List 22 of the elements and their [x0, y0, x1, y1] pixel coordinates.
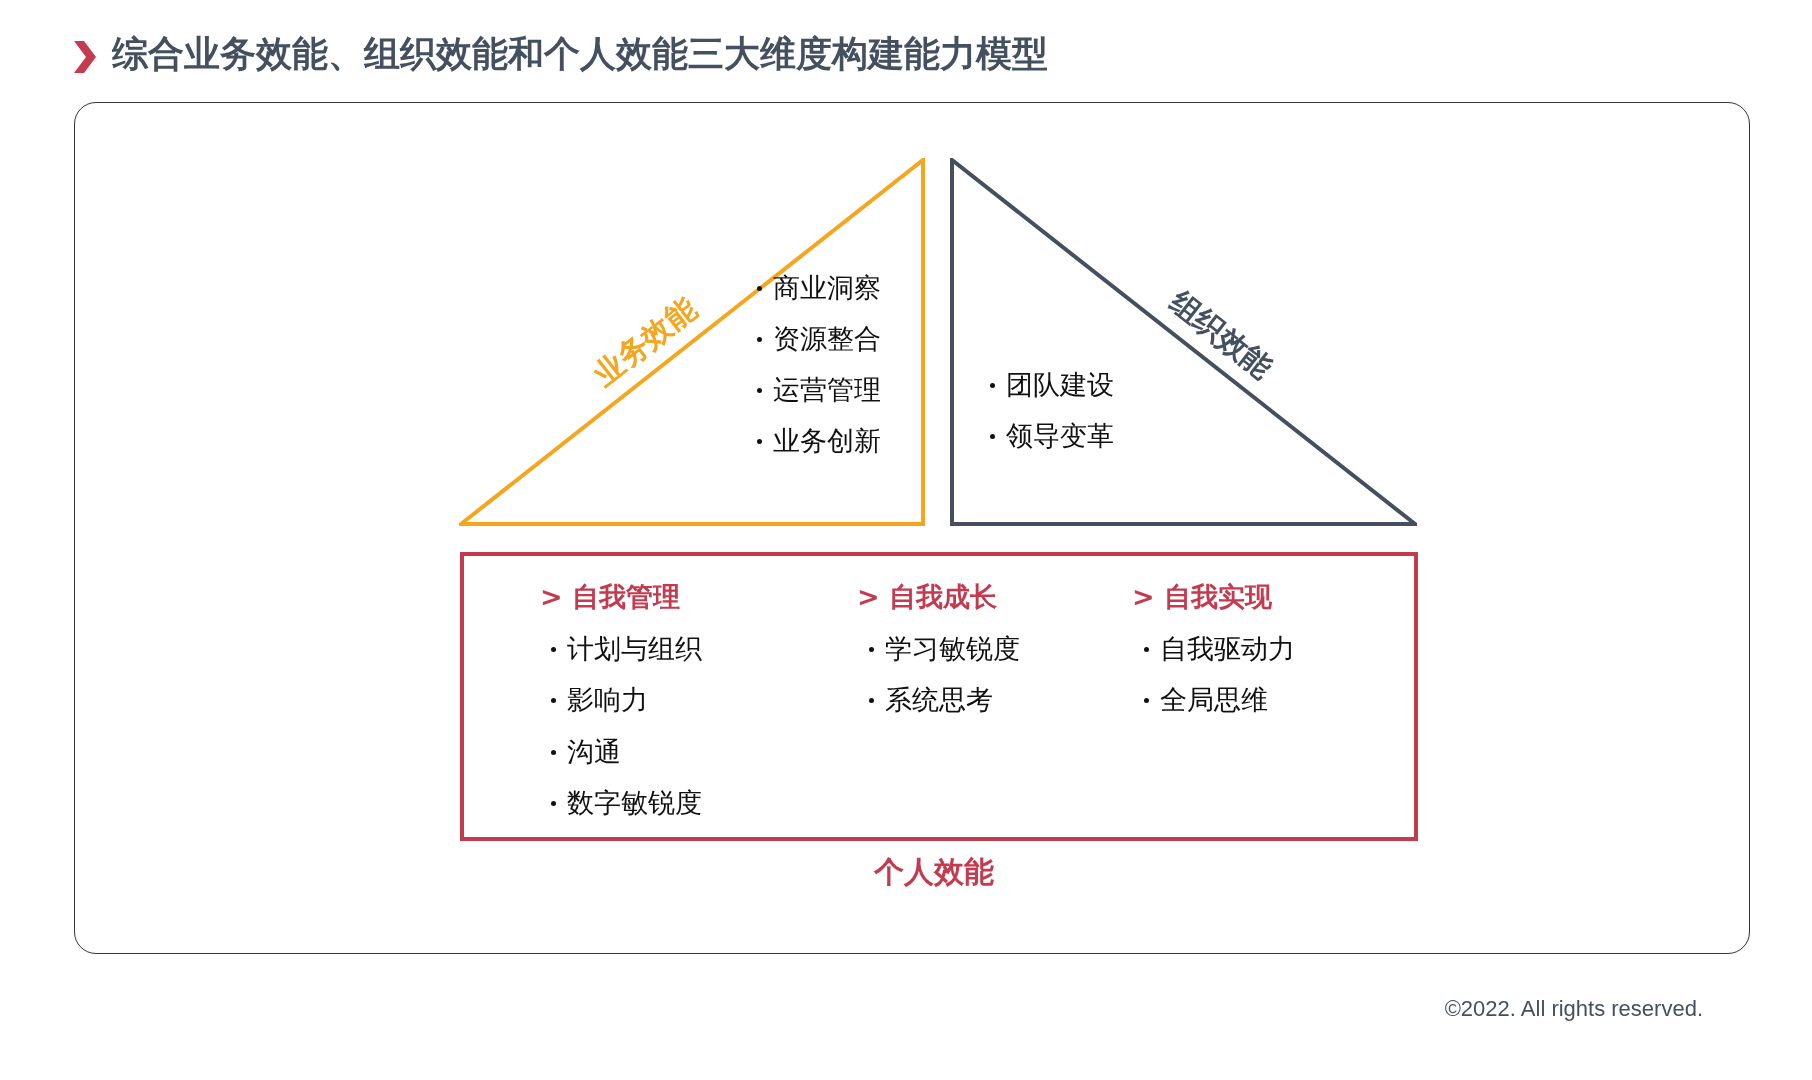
section-heading: 组织效能 — [1162, 282, 1281, 388]
bullet-item: 运营管理 — [757, 373, 881, 407]
bullet-item: 商业洞察 — [757, 271, 881, 305]
copyright-note: ©2022. All rights reserved. — [1444, 996, 1703, 1022]
bullet-item: 学习敏锐度 — [869, 632, 1020, 666]
bullet-item: 数字敏锐度 — [551, 786, 702, 820]
bullet-item: 领导变革 — [990, 419, 1114, 453]
section-heading: 个人效能 — [874, 853, 994, 891]
bullet-item: 资源整合 — [757, 322, 881, 356]
subheading: > 自我实现 — [1132, 580, 1273, 614]
bullet-item: 业务创新 — [757, 424, 881, 458]
bullet-item: 沟通 — [551, 735, 621, 769]
bullet-item: 系统思考 — [869, 683, 993, 717]
bullet-item: 团队建设 — [990, 368, 1114, 402]
title: 综合业务效能、组织效能和个人效能三大维度构建能力模型 — [112, 32, 1048, 76]
bullet-item: 自我驱动力 — [1144, 632, 1295, 666]
bullet-item: 影响力 — [551, 683, 648, 717]
subheading: > 自我成长 — [857, 580, 998, 614]
subheading: > 自我管理 — [540, 580, 681, 614]
section-heading: 业务效能 — [585, 289, 704, 395]
bullet-item: 计划与组织 — [551, 632, 702, 666]
bullet-item: 全局思维 — [1144, 683, 1268, 717]
